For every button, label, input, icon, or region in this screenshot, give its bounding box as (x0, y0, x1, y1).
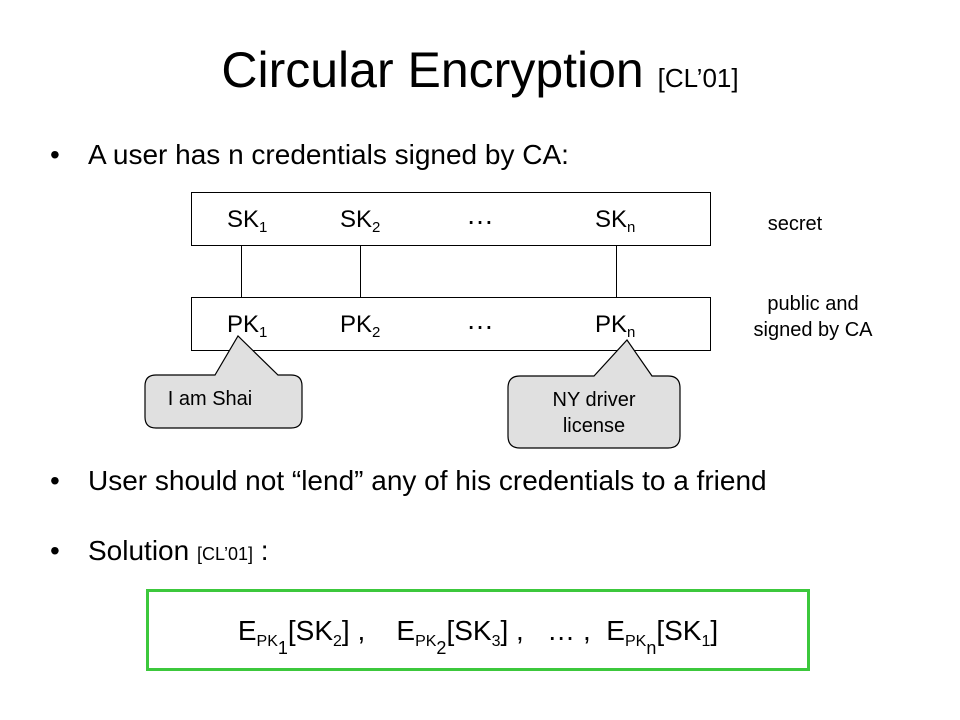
key-subscript: 2 (372, 324, 381, 341)
callout-shai-text: I am Shai (167, 388, 253, 410)
key-base: PK (227, 311, 260, 338)
secret-key-n: SKn (595, 206, 636, 236)
formula-pk-index: 1 (277, 638, 288, 658)
secret-keys-ellipsis: … (466, 199, 494, 230)
key-subscript: n (627, 324, 636, 341)
secret-key-2: SK2 (340, 206, 381, 236)
link-line-1 (241, 246, 242, 297)
secret-label: secret (767, 213, 823, 235)
callout-license-text: NY driver license (508, 387, 680, 439)
formula-pk-sub: PKn (624, 633, 656, 658)
key-base: SK (340, 206, 373, 233)
formula-term-2: EPK2[SK3] (396, 615, 509, 657)
solution-formula: EPK1[SK2] , EPK2[SK3] , … , EPKn[SK1] (149, 614, 807, 657)
solution-box: EPK1[SK2] , EPK2[SK3] , … , EPKn[SK1] (146, 589, 810, 671)
bullet-text: Solution (88, 535, 197, 566)
callout-license-line-1: NY driver (552, 389, 636, 411)
formula-pk: PK (256, 633, 278, 650)
callout-license-shape (507, 339, 681, 449)
public-key-1: PK1 (227, 311, 268, 341)
formula-pk-index: 2 (436, 638, 447, 658)
formula-pk-sub: PK1 (256, 633, 288, 658)
formula-arg: [SK (656, 615, 702, 646)
public-label: public and signed by CA (728, 291, 898, 343)
key-subscript: n (627, 219, 636, 236)
formula-pk-sub: PK2 (415, 633, 446, 658)
formula-close: ] (710, 615, 719, 646)
bullet-text: A user has n credentials signed by CA: (88, 139, 569, 170)
public-label-line-2: signed by CA (753, 319, 873, 341)
public-key-2: PK2 (340, 311, 381, 341)
public-label-line-1: public and (767, 293, 859, 315)
formula-close: ] (500, 615, 509, 646)
formula-e: E (396, 615, 416, 646)
bullet-solution: • Solution [CL’01] : (50, 534, 269, 571)
formula-ellipsis-separator: , … , (508, 615, 607, 646)
formula-separator: , (349, 615, 397, 646)
formula-pk-index: n (646, 638, 657, 658)
key-base: SK (227, 206, 260, 233)
formula-term-n: EPKn[SK1] (606, 615, 719, 657)
key-subscript: 1 (259, 219, 268, 236)
public-keys-ellipsis: … (466, 304, 494, 335)
public-keys-box: PK1 PK2 … PKn (191, 297, 711, 351)
formula-close: ] (341, 615, 350, 646)
bullet-marker: • (50, 535, 60, 566)
formula-pk: PK (624, 633, 647, 650)
title-reference: [CL’01] (657, 63, 739, 93)
public-key-n: PKn (595, 311, 636, 341)
formula-arg-index: 1 (701, 633, 711, 650)
formula-pk: PK (415, 633, 437, 650)
formula-arg-index: 3 (491, 633, 501, 650)
key-base: SK (595, 206, 628, 233)
formula-arg: [SK (446, 615, 492, 646)
formula-e: E (237, 615, 257, 646)
formula-arg-index: 2 (333, 633, 342, 650)
secret-keys-box: SK1 SK2 … SKn (191, 192, 711, 246)
slide-title: Circular Encryption [CL’01] (0, 40, 960, 108)
title-main: Circular Encryption (221, 42, 644, 98)
bullet-suffix: : (253, 535, 269, 566)
key-subscript: 2 (372, 219, 381, 236)
key-base: PK (595, 311, 628, 338)
bullet-marker: • (50, 139, 60, 170)
bullet-credentials: • A user has n credentials signed by CA: (50, 138, 569, 172)
callout-shai-shape (144, 335, 303, 429)
key-base: PK (340, 311, 373, 338)
bullet-text: User should not “lend” any of his creden… (88, 465, 767, 496)
link-line-2 (360, 246, 361, 297)
formula-term-1: EPK1[SK2] (237, 615, 350, 657)
formula-arg: [SK (287, 615, 334, 646)
bullet-lend: • User should not “lend” any of his crede… (50, 464, 767, 498)
secret-key-1: SK1 (227, 206, 268, 236)
formula-e: E (606, 615, 625, 646)
key-subscript: 1 (259, 324, 268, 341)
link-line-n (616, 246, 617, 297)
callout-license-line-2: license (562, 415, 626, 437)
solution-reference: [CL’01] (196, 544, 254, 564)
bullet-marker: • (50, 465, 60, 496)
